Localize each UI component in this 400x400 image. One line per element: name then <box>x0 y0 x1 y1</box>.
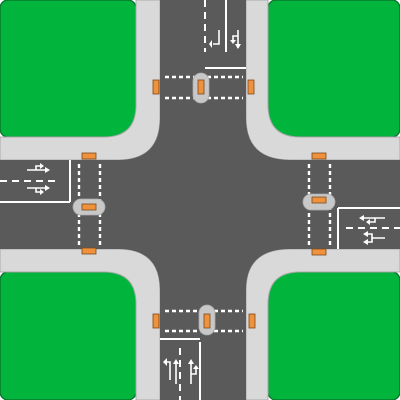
lane-arrow-head <box>193 365 199 369</box>
traffic-signal-icon <box>203 313 211 329</box>
traffic-signal-icon <box>311 196 327 204</box>
lane-arrow-head <box>366 219 370 225</box>
lane-arrow-left-icon <box>213 30 220 45</box>
road-corner-se <box>246 249 290 290</box>
lane-arrow-left-right-icon <box>366 233 385 239</box>
lane-arrow-left-icon <box>166 361 171 380</box>
road-horizontal <box>0 160 400 249</box>
traffic-signal-icon <box>311 248 327 256</box>
road-corner-nw <box>118 118 160 160</box>
lane-arrow-head <box>363 239 368 245</box>
west-lane-arrows <box>27 163 50 195</box>
lane-arrow-head <box>45 185 50 191</box>
lane-arrow-head <box>188 359 194 364</box>
grass-sw <box>0 271 137 400</box>
traffic-signal-icon <box>81 247 97 255</box>
lane-arrow-head <box>235 44 241 49</box>
north-lane-arrows <box>209 30 241 49</box>
lane-arrow-head <box>163 358 167 366</box>
traffic-signal-icon <box>311 152 327 160</box>
traffic-signal-icon <box>247 79 255 95</box>
road-corner-ne <box>246 118 290 160</box>
traffic-signals <box>81 79 327 329</box>
traffic-signal-icon <box>197 79 205 95</box>
lane-arrow-straight-right-icon <box>191 368 197 375</box>
traffic-signal-icon <box>152 79 160 95</box>
grass-se <box>267 271 400 400</box>
east-lane-arrows <box>359 215 385 245</box>
west-approach-markings <box>0 160 102 245</box>
grass-ne <box>267 0 400 138</box>
lane-arrow-head <box>230 40 236 44</box>
lane-arrow-head <box>40 189 44 195</box>
east-approach-markings <box>307 164 400 249</box>
lane-arrow-head <box>45 167 50 173</box>
south-lane-arrows <box>163 358 199 384</box>
grass-nw <box>0 0 137 138</box>
lane-arrow-left-straight-icon <box>368 218 376 223</box>
traffic-signal-icon <box>81 152 97 160</box>
traffic-signal-icon <box>81 203 97 211</box>
lane-arrow-head <box>359 215 364 221</box>
road-corner-sw <box>118 249 160 290</box>
traffic-signal-icon <box>248 313 256 329</box>
lane-arrow-head <box>173 359 179 364</box>
lane-arrow-head <box>209 40 212 48</box>
lane-arrow-head <box>40 163 44 169</box>
traffic-signal-icon <box>152 313 160 329</box>
lane-arrow-head <box>363 231 368 237</box>
